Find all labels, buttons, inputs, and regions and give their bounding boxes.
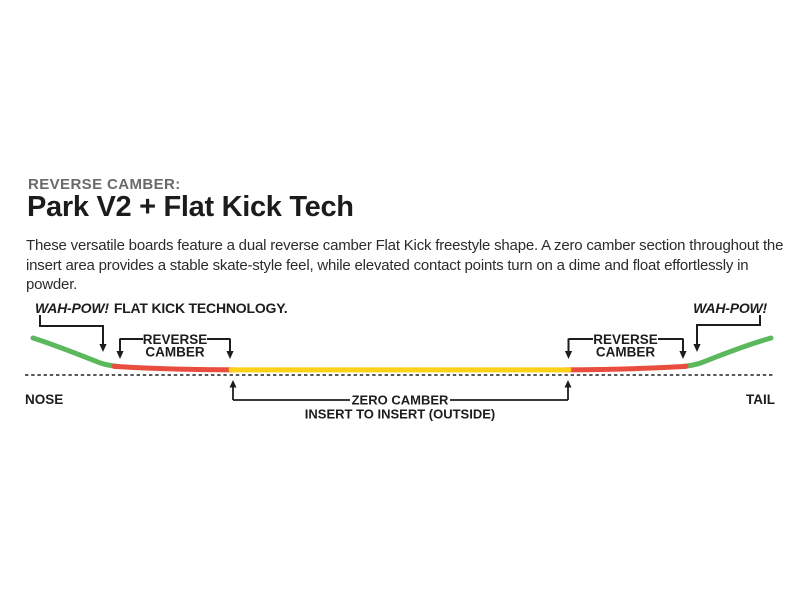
wah-pow-label-left: WAH-POW! [35, 300, 109, 316]
reverse-camber-segment-right [562, 363, 689, 373]
arrowhead-down-icon [693, 344, 701, 352]
flat-kick-technology-label: FLAT KICK TECHNOLOGY. [114, 300, 288, 316]
reverse-camber-segment-left [111, 363, 238, 373]
tail-label: TAIL [746, 392, 775, 407]
reverse-camber-label-left: CAMBER [145, 345, 204, 360]
arrowhead-down-icon [116, 351, 124, 359]
description-text: These versatile boards feature a dual re… [26, 237, 784, 293]
section-eyebrow: REVERSE CAMBER: [28, 176, 181, 193]
reverse-camber-label-right: CAMBER [596, 345, 655, 360]
nose-kick-segment [30, 335, 121, 369]
reverse-camber-label-left: REVERSE [143, 332, 208, 347]
reverse-camber-label-right: REVERSE [593, 332, 658, 347]
zero-camber-label: ZERO CAMBER [352, 393, 449, 408]
arrowhead-up-icon [564, 380, 572, 388]
arrowhead-down-icon [226, 351, 234, 359]
arrowhead-up-icon [229, 380, 237, 388]
arrowhead-down-icon [564, 351, 573, 359]
insert-to-insert-label: INSERT TO INSERT (OUTSIDE) [305, 407, 495, 422]
flat-kick-leader-left [39, 315, 104, 345]
tail-kick-segment [680, 335, 774, 369]
flat-kick-caption-left: WAH-POW! FLAT KICK TECHNOLOGY. [35, 300, 287, 316]
nose-label: NOSE [25, 392, 63, 407]
page-title: Park V2 + Flat Kick Tech [27, 191, 354, 223]
camber-profile-diagram: REVERSE CAMBER REVERSE CAMBER ZERO CAMBE… [25, 300, 775, 422]
wah-pow-label-right: WAH-POW! [693, 300, 767, 316]
arrowhead-down-icon [679, 351, 687, 359]
arrowhead-down-icon [99, 344, 107, 352]
flat-kick-leader-right [696, 315, 761, 345]
